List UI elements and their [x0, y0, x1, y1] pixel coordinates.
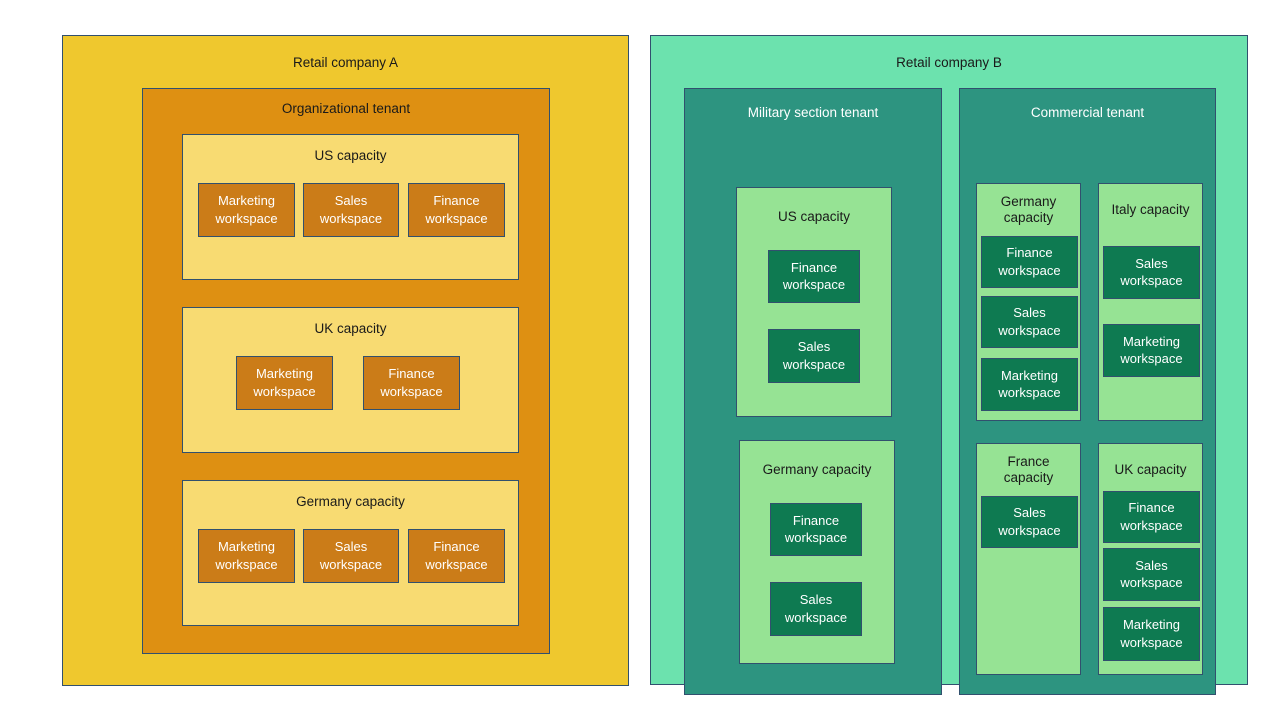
- workspace-b-mil-us-sales[interactable]: Sales workspace: [768, 329, 860, 383]
- workspace-label: Finance workspace: [782, 259, 846, 293]
- capacity-container-a-germany[interactable]: Germany capacity Marketing workspace Sal…: [182, 480, 519, 626]
- tenant-container-organizational[interactable]: Organizational tenant US capacity Market…: [142, 88, 550, 654]
- capacity-title-a-germany: Germany capacity: [296, 494, 405, 509]
- workspace-b-com-germany-finance[interactable]: Finance workspace: [981, 236, 1078, 288]
- workspace-label: Marketing workspace: [1120, 617, 1183, 650]
- workspace-a-uk-finance[interactable]: Finance workspace: [363, 356, 460, 410]
- workspace-label: Marketing workspace: [215, 193, 278, 226]
- capacity-container-a-us[interactable]: US capacity Marketing workspace Sales wo…: [182, 134, 519, 280]
- workspace-label: Marketing workspace: [1120, 333, 1183, 367]
- workspace-b-mil-germany-sales[interactable]: Sales workspace: [770, 582, 862, 636]
- capacity-container-b-com-germany[interactable]: Germany capacity Finance workspace Sales…: [976, 183, 1081, 421]
- workspace-label: Sales workspace: [319, 539, 383, 572]
- workspace-label: Finance workspace: [1120, 500, 1183, 533]
- workspace-b-com-italy-marketing[interactable]: Marketing workspace: [1103, 324, 1200, 377]
- capacity-title-b-com-italy: Italy capacity: [1111, 202, 1190, 217]
- workspace-b-com-germany-sales[interactable]: Sales workspace: [981, 296, 1078, 348]
- workspace-label: Sales workspace: [1120, 255, 1183, 289]
- workspace-label: Sales workspace: [998, 505, 1061, 538]
- workspace-label: Sales workspace: [782, 339, 846, 372]
- company-container-b[interactable]: Retail company B Military section tenant…: [650, 35, 1248, 695]
- workspace-label: Marketing workspace: [215, 539, 278, 572]
- workspace-a-germany-finance[interactable]: Finance workspace: [408, 529, 505, 583]
- capacity-title-b-mil-germany: Germany capacity: [762, 462, 872, 477]
- workspace-b-com-uk-finance[interactable]: Finance workspace: [1103, 491, 1200, 543]
- company-container-a[interactable]: Retail company A Organizational tenant U…: [62, 35, 629, 686]
- tenant-title-organizational: Organizational tenant: [281, 101, 411, 116]
- workspace-label: Finance workspace: [998, 245, 1061, 278]
- workspace-a-germany-marketing[interactable]: Marketing workspace: [198, 529, 295, 583]
- capacity-container-b-mil-us[interactable]: US capacity Finance workspace Sales work…: [736, 187, 892, 417]
- workspace-b-mil-germany-finance[interactable]: Finance workspace: [770, 503, 862, 556]
- tenant-title-military: Military section tenant: [747, 105, 879, 120]
- workspace-label: Finance workspace: [784, 512, 848, 546]
- tenant-container-commercial[interactable]: Commercial tenant Germany capacity Finan…: [959, 88, 1216, 695]
- capacity-container-b-mil-germany[interactable]: Germany capacity Finance workspace Sales…: [739, 440, 895, 664]
- tenant-title-commercial: Commercial tenant: [1030, 105, 1145, 120]
- company-title-b: Retail company B: [896, 55, 1002, 70]
- workspace-label: Sales workspace: [1120, 557, 1183, 591]
- capacity-container-b-com-france[interactable]: France capacity Sales workspace: [976, 443, 1081, 675]
- workspace-label: Sales workspace: [784, 592, 848, 625]
- workspace-label: Sales workspace: [998, 305, 1061, 338]
- workspace-a-us-finance[interactable]: Finance workspace: [408, 183, 505, 237]
- workspace-b-com-italy-sales[interactable]: Sales workspace: [1103, 246, 1200, 299]
- workspace-label: Finance workspace: [425, 193, 488, 226]
- workspace-b-com-uk-marketing[interactable]: Marketing workspace: [1103, 607, 1200, 661]
- workspace-a-uk-marketing[interactable]: Marketing workspace: [236, 356, 333, 410]
- workspace-label: Marketing workspace: [253, 366, 316, 399]
- capacity-title-a-us: US capacity: [314, 148, 387, 163]
- workspace-a-us-marketing[interactable]: Marketing workspace: [198, 183, 295, 237]
- capacity-container-b-com-uk[interactable]: UK capacity Finance workspace Sales work…: [1098, 443, 1203, 675]
- capacity-title-a-uk: UK capacity: [314, 321, 387, 336]
- workspace-b-com-uk-sales[interactable]: Sales workspace: [1103, 548, 1200, 601]
- workspace-b-com-germany-marketing[interactable]: Marketing workspace: [981, 358, 1078, 411]
- workspace-label: Finance workspace: [380, 366, 443, 399]
- workspace-label: Sales workspace: [319, 193, 383, 226]
- capacity-container-b-com-italy[interactable]: Italy capacity Sales workspace Marketing…: [1098, 183, 1203, 421]
- workspace-a-germany-sales[interactable]: Sales workspace: [303, 529, 399, 583]
- capacity-container-a-uk[interactable]: UK capacity Marketing workspace Finance …: [182, 307, 519, 453]
- workspace-label: Finance workspace: [425, 539, 488, 572]
- workspace-label: Marketing workspace: [998, 367, 1061, 401]
- workspace-b-com-france-sales[interactable]: Sales workspace: [981, 496, 1078, 548]
- company-title-a: Retail company A: [292, 55, 399, 70]
- tenant-container-military[interactable]: Military section tenant US capacity Fina…: [684, 88, 942, 695]
- capacity-title-b-com-france: France capacity: [1003, 454, 1054, 485]
- workspace-a-us-sales[interactable]: Sales workspace: [303, 183, 399, 237]
- workspace-b-mil-us-finance[interactable]: Finance workspace: [768, 250, 860, 303]
- capacity-title-b-mil-us: US capacity: [777, 209, 851, 224]
- capacity-title-b-com-uk: UK capacity: [1114, 462, 1187, 477]
- capacity-title-b-com-germany: Germany capacity: [1000, 194, 1057, 225]
